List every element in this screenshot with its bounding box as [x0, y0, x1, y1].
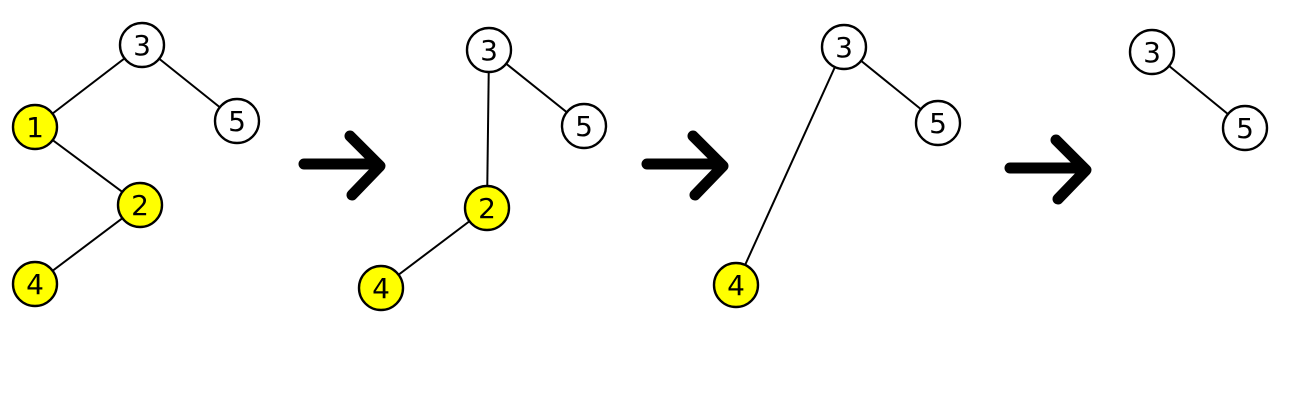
node-label-5: 5	[1236, 112, 1254, 145]
right-arrow-icon	[1004, 134, 1092, 205]
tree-node-4: 4	[357, 264, 405, 312]
tree-node-5: 5	[213, 97, 261, 145]
node-circle-1	[11, 103, 59, 151]
node-circle-5	[914, 99, 962, 147]
node-label-3: 3	[480, 34, 498, 67]
node-label-2: 2	[478, 192, 496, 225]
node-label-4: 4	[26, 268, 44, 301]
tree-node-1: 1	[11, 103, 59, 151]
tree-node-5: 5	[914, 99, 962, 147]
node-label-5: 5	[228, 105, 246, 138]
node-circle-5	[213, 97, 261, 145]
tree-node-2: 2	[116, 181, 164, 229]
node-circle-4	[11, 260, 59, 308]
right-arrow-icon	[641, 130, 729, 201]
node-circle-3	[1128, 28, 1176, 76]
tree-step-1: 3 1 5 2 4	[11, 21, 261, 308]
tree-node-3: 3	[820, 23, 868, 71]
node-label-2: 2	[131, 189, 149, 222]
node-circle-2	[463, 184, 511, 232]
node-circle-4	[712, 261, 760, 309]
node-label-4: 4	[727, 269, 745, 302]
tree-node-5: 5	[560, 102, 608, 150]
tree-node-3: 3	[465, 26, 513, 74]
node-label-3: 3	[133, 29, 151, 62]
tree-node-4: 4	[712, 261, 760, 309]
tree-node-5: 5	[1221, 104, 1269, 152]
tree-step-4: 3 5	[1128, 28, 1269, 152]
node-label-5: 5	[575, 110, 593, 143]
node-circle-3	[820, 23, 868, 71]
node-label-1: 1	[26, 111, 44, 144]
tree-node-2: 2	[463, 184, 511, 232]
tree-node-3: 3	[118, 21, 166, 69]
node-circle-2	[116, 181, 164, 229]
tree-node-4: 4	[11, 260, 59, 308]
node-circle-3	[118, 21, 166, 69]
node-circle-3	[465, 26, 513, 74]
node-label-5: 5	[929, 107, 947, 140]
node-circle-4	[357, 264, 405, 312]
edge-3-4	[735, 46, 845, 286]
tree-step-3: 3 5 4	[712, 23, 962, 309]
node-circle-5	[1221, 104, 1269, 152]
tree-step-2: 3 5 2 4	[357, 26, 608, 312]
node-circle-5	[560, 102, 608, 150]
node-label-3: 3	[835, 31, 853, 64]
right-arrow-icon	[298, 130, 386, 201]
edge-3-2	[486, 49, 490, 209]
tree-node-3: 3	[1128, 28, 1176, 76]
node-label-3: 3	[1143, 36, 1161, 69]
node-label-4: 4	[372, 272, 390, 305]
